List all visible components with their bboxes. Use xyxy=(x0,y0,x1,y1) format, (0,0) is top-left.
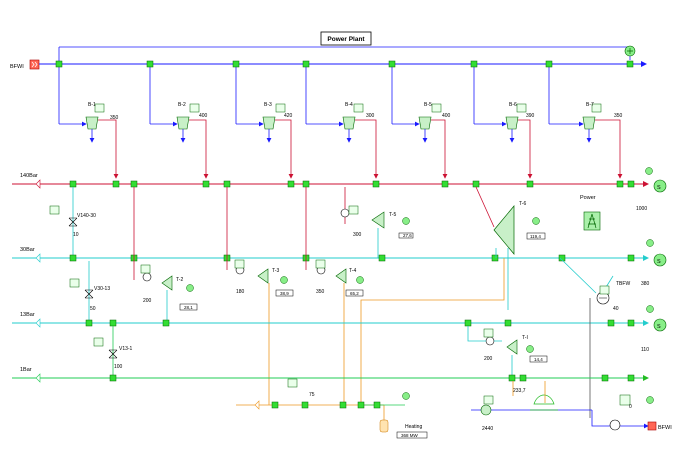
boiler-value: 390 xyxy=(526,113,535,119)
header-1-nodes xyxy=(109,374,635,382)
turbine-flow: 200 xyxy=(143,298,152,304)
boiler-b2[interactable]: B-2 400 xyxy=(176,102,208,143)
value-380: 380 xyxy=(641,281,650,287)
header-13bar-label: 13Bar xyxy=(20,312,35,318)
boiler-value: 400 xyxy=(442,113,451,119)
boiler-label: B-7 xyxy=(586,102,594,108)
heating-loop: 75 Heating 368 MW xyxy=(236,378,428,439)
valve-v13-1[interactable]: V13-1 100 xyxy=(93,326,133,378)
value-40: 40 xyxy=(613,306,619,312)
boiler-label: B-5 xyxy=(424,102,432,108)
bfwi-outlet-label: BFWI xyxy=(658,425,672,431)
boiler-b6[interactable]: B-6 390 xyxy=(505,102,535,143)
valve-value: 100 xyxy=(114,364,123,370)
turbine-label: T-3 xyxy=(272,268,279,274)
boiler-value: 350 xyxy=(614,113,623,119)
heating-label: Heating xyxy=(405,424,422,430)
boiler-value: 400 xyxy=(199,113,208,119)
condensate-pump[interactable]: 2440 xyxy=(471,381,592,432)
boiler-label: B-2 xyxy=(178,102,186,108)
turbine-t6[interactable]: T-6 119,4 xyxy=(475,186,546,310)
turbine-readout: 38,9 xyxy=(280,291,289,296)
bfwi-source-icon[interactable] xyxy=(29,59,40,70)
boiler-label: B-4 xyxy=(345,102,353,108)
valve-label: V13-1 xyxy=(119,346,133,352)
header-140bar xyxy=(12,179,649,189)
header-1bar-label: 1Bar xyxy=(20,367,32,373)
return-pump[interactable]: 0 xyxy=(591,394,654,431)
turbine-readout: 28,1 xyxy=(184,305,193,310)
header-30bar-label: 30Bar xyxy=(20,247,35,253)
boiler-b4[interactable]: B-4 300 xyxy=(342,102,375,143)
power-label: Power xyxy=(580,195,596,201)
generator-13bar[interactable]: S 110 xyxy=(641,305,667,354)
boiler-label: B-3 xyxy=(264,102,272,108)
header-13-nodes xyxy=(85,319,635,327)
turbine-label: T-2 xyxy=(176,277,183,283)
valve-label: V30-13 xyxy=(94,286,110,292)
boiler-steam-lines xyxy=(98,119,623,179)
tbfw-pump[interactable]: TBFW 40 xyxy=(559,257,630,418)
turbine-t4[interactable]: T-4 350 65,2 xyxy=(305,187,364,405)
boiler-label: B-1 xyxy=(88,102,96,108)
turbine-readout: 65,2 xyxy=(350,291,359,296)
bfwi-inlet-label: BFWI xyxy=(10,64,24,70)
turbine-t5[interactable]: T-5 300 27,6 xyxy=(340,187,414,258)
boiler-value: 420 xyxy=(284,113,293,119)
header-140-nodes xyxy=(69,180,635,188)
valve-v30-13[interactable]: V30-13 50 xyxy=(69,261,110,322)
turbine-flow: 300 xyxy=(353,232,362,238)
value-110: 110 xyxy=(641,347,649,353)
value-1000: 1000 xyxy=(636,206,647,212)
generator-30bar[interactable]: S 380 xyxy=(641,239,667,288)
boiler-label: B-6 xyxy=(509,102,517,108)
boiler-b3[interactable]: B-3 420 xyxy=(262,102,293,143)
boiler-b5[interactable]: B-5 400 xyxy=(418,102,451,143)
turbine-t3[interactable]: T-3 180 38,9 xyxy=(226,187,294,405)
bfwi-outlet-icon[interactable]: BFWI xyxy=(647,421,672,431)
valve-value: 50 xyxy=(90,306,96,312)
svg-text:S: S xyxy=(657,259,661,265)
turbine-label: T-5 xyxy=(389,212,396,218)
turbine-flow: 180 xyxy=(236,289,245,295)
title-box: Power Plant xyxy=(320,31,372,46)
boiler-value: 300 xyxy=(366,113,375,119)
valve-v140-30[interactable]: V140-30 10 xyxy=(49,187,96,258)
feed-nodes xyxy=(55,60,634,68)
generator-140bar[interactable]: S 1000 xyxy=(636,167,667,213)
boiler-b1[interactable]: B-1 350 xyxy=(85,102,119,143)
header-13bar xyxy=(12,318,649,328)
header-1bar xyxy=(12,373,649,383)
turbine-ti[interactable]: T-I 200 14,4 xyxy=(467,326,548,377)
page-title: Power Plant xyxy=(327,36,365,43)
header-140bar-label: 140Bar xyxy=(20,173,38,179)
value-0: 0 xyxy=(629,404,632,410)
boiler-b7[interactable]: B-7 350 xyxy=(582,102,623,143)
turbine-flow: 350 xyxy=(316,289,325,295)
valve-label: V140-30 xyxy=(77,213,96,219)
turbine-label: T-6 xyxy=(519,201,526,207)
svg-text:S: S xyxy=(657,324,661,330)
turbine-t2[interactable]: T-2 200 28,1 xyxy=(133,187,198,322)
turbine-label: T-4 xyxy=(349,268,356,274)
feed-pump-icon[interactable] xyxy=(624,45,636,57)
turbine-flow: 200 xyxy=(484,356,493,362)
turbine-readout: 27,6 xyxy=(403,233,412,238)
valve-value: 10 xyxy=(73,232,79,238)
power-tower-icon[interactable] xyxy=(583,211,601,231)
orange-return-line xyxy=(360,258,505,405)
turbine-readout: 14,4 xyxy=(534,357,543,362)
value-2440: 2440 xyxy=(482,426,493,432)
feedwater-header xyxy=(39,46,647,127)
heating-readout: 368 MW xyxy=(401,433,419,438)
header-30bar xyxy=(12,253,649,263)
turbine-readout: 119,4 xyxy=(530,234,541,239)
value-75: 75 xyxy=(309,392,315,398)
value-233: 233,7 xyxy=(513,388,526,394)
boiler-value: 350 xyxy=(110,115,119,121)
turbine-label: T-I xyxy=(522,335,528,341)
svg-text:S: S xyxy=(657,185,661,191)
tbfw-label: TBFW xyxy=(616,281,630,287)
